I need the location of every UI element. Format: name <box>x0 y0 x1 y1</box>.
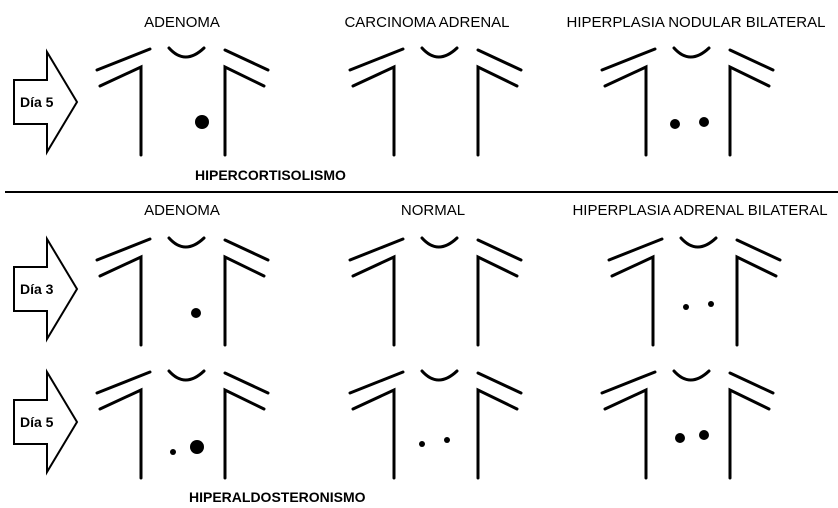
panel-label-adenoma: ADENOMA <box>144 14 220 31</box>
uptake-dot-right-adrenal <box>670 119 680 129</box>
uptake-dot-right-adrenal <box>675 433 685 443</box>
section-hiperaldosteronismo: ADENOMA NORMAL HIPERPLASIA ADRENAL BILAT… <box>14 202 828 505</box>
panel-label-hiperplasia-adrenal-bilateral: HIPERPLASIA ADRENAL BILATERAL <box>572 202 827 219</box>
day-label: Día 5 <box>20 94 54 110</box>
body-outline <box>602 371 773 478</box>
day-label: Día 5 <box>20 414 54 430</box>
day-arrow: Día 5 <box>14 52 77 152</box>
uptake-dot-left-adrenal <box>708 301 714 307</box>
panel-label-hiperplasia-nodular-bilateral: HIPERPLASIA NODULAR BILATERAL <box>567 14 826 31</box>
uptake-dot-left-adrenal <box>191 308 201 318</box>
uptake-dot-left-adrenal <box>699 117 709 127</box>
body-outline <box>97 48 268 155</box>
uptake-dot-left-adrenal <box>190 440 204 454</box>
panel-label-adenoma: ADENOMA <box>144 202 220 219</box>
day-label: Día 3 <box>20 281 54 297</box>
body-outline <box>350 371 521 478</box>
body-outline <box>97 371 268 478</box>
uptake-dot-left-adrenal <box>699 430 709 440</box>
body-outline <box>350 238 521 345</box>
section-hipercortisolismo: ADENOMA CARCINOMA ADRENAL HIPERPLASIA NO… <box>14 14 825 183</box>
panel-label-normal: NORMAL <box>401 202 465 219</box>
body-outline <box>350 48 521 155</box>
section-title: HIPERALDOSTERONISMO <box>189 489 366 505</box>
panel-label-carcinoma-adrenal: CARCINOMA ADRENAL <box>344 14 509 31</box>
uptake-dot-left-adrenal <box>195 115 209 129</box>
body-outline <box>602 48 773 155</box>
body-outline <box>97 238 268 345</box>
uptake-dot-right-adrenal <box>419 441 425 447</box>
uptake-dot-left-adrenal <box>444 437 450 443</box>
day-arrow: Día 3 <box>14 239 77 339</box>
uptake-dot-right-adrenal <box>683 304 689 310</box>
day-arrow: Día 5 <box>14 372 77 472</box>
uptake-dot-right-adrenal <box>170 449 176 455</box>
body-outline <box>609 238 780 345</box>
section-title: HIPERCORTISOLISMO <box>195 167 346 183</box>
